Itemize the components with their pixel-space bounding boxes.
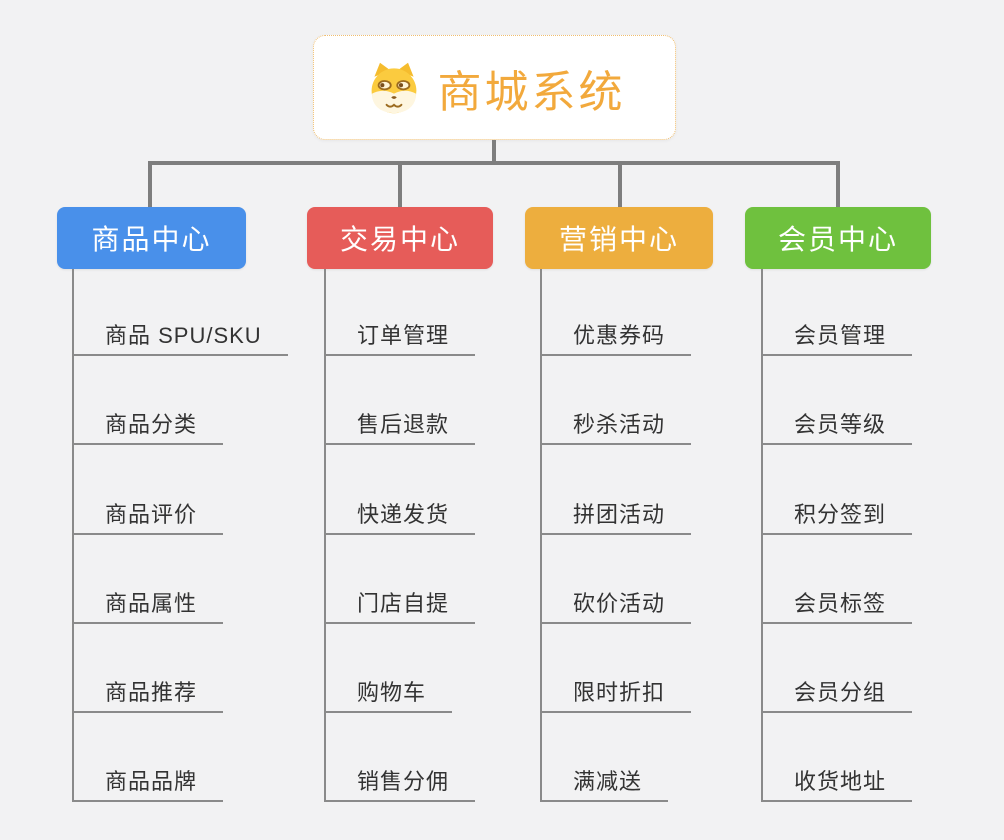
branch-header-marketing[interactable]: 营销中心 [525,207,713,269]
branch-column-member: 会员管理 会员等级 积分签到 会员标签 会员分组 收货地址 [761,269,1004,802]
leaf-node[interactable]: 满减送 [540,756,669,802]
root-node[interactable]: 商城系统 [313,35,676,140]
connector-horizontal [148,161,840,165]
connector-drop-product [148,161,152,207]
leaf-node[interactable]: 优惠券码 [540,310,692,356]
leaf-node[interactable]: 商品推荐 [72,667,224,713]
branch-column-trade: 订单管理 售后退款 快递发货 门店自提 购物车 销售分佣 [324,269,604,802]
leaf-node[interactable]: 商品分类 [72,399,224,445]
connector-drop-trade [398,161,402,207]
leaf-node[interactable]: 会员等级 [761,399,913,445]
leaf-node[interactable]: 秒杀活动 [540,399,692,445]
leaf-node[interactable]: 积分签到 [761,489,913,535]
doge-icon [364,60,424,116]
leaf-node[interactable]: 会员标签 [761,578,913,624]
connector-drop-marketing [618,161,622,207]
leaf-node[interactable]: 收货地址 [761,756,913,802]
connector-root-stub [492,140,496,165]
leaf-node[interactable]: 会员分组 [761,667,913,713]
leaf-node[interactable]: 售后退款 [324,399,476,445]
branch-header-trade[interactable]: 交易中心 [307,207,493,269]
connector-drop-member [836,161,840,207]
leaf-node[interactable]: 商品属性 [72,578,224,624]
leaf-node[interactable]: 会员管理 [761,310,913,356]
branch-column-product: 商品 SPU/SKU 商品分类 商品评价 商品属性 商品推荐 商品品牌 [72,269,352,802]
leaf-node[interactable]: 砍价活动 [540,578,692,624]
leaf-node[interactable]: 订单管理 [324,310,476,356]
branch-trunk-line [540,269,542,802]
branch-header-member[interactable]: 会员中心 [745,207,931,269]
leaf-node[interactable]: 拼团活动 [540,489,692,535]
leaf-node[interactable]: 购物车 [324,667,453,713]
branch-column-marketing: 优惠券码 秒杀活动 拼团活动 砍价活动 限时折扣 满减送 [540,269,820,802]
branch-header-product[interactable]: 商品中心 [57,207,246,269]
leaf-node[interactable]: 销售分佣 [324,756,476,802]
leaf-node[interactable]: 商品评价 [72,489,224,535]
root-title: 商城系统 [437,67,626,117]
leaf-node[interactable]: 商品品牌 [72,756,224,802]
branch-trunk-line [324,269,326,802]
branch-trunk-line [761,269,763,802]
leaf-node[interactable]: 限时折扣 [540,667,692,713]
branch-trunk-line [72,269,74,802]
leaf-node[interactable]: 快递发货 [324,489,476,535]
leaf-node[interactable]: 商品 SPU/SKU [72,310,288,356]
leaf-node[interactable]: 门店自提 [324,578,476,624]
